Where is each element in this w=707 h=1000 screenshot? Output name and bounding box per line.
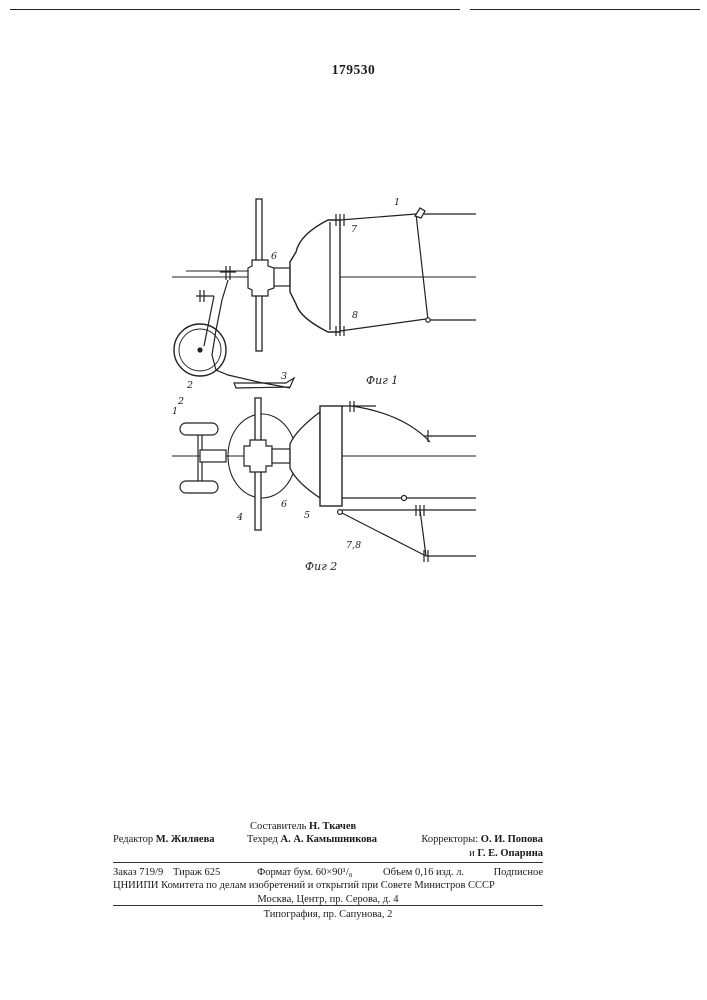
fig1-label-2: 2 — [186, 380, 193, 391]
correctors-conj: и — [469, 848, 475, 859]
correctors-role: Корректоры: — [421, 834, 478, 845]
fig2-right-mount — [424, 430, 432, 442]
techred-role: Техред — [247, 834, 278, 845]
fig1-body-top — [340, 214, 416, 220]
fig1-bell-housing — [290, 220, 340, 332]
imprint-editor-row: Редактор М. Жиляева Техред А. А. Камышни… — [113, 833, 543, 846]
fig2-label-5: 5 — [304, 510, 310, 521]
paper-format: Формат бум. 60×90¹/₈ — [257, 866, 352, 879]
imprint-block: Составитель Н. Ткачев Редактор М. Жиляев… — [113, 820, 543, 860]
editor-name: М. Жиляева — [156, 834, 215, 845]
order-number: Заказ 719/9 — [113, 866, 163, 879]
fig2-housing-front — [290, 412, 320, 498]
fig1-post-left — [196, 290, 214, 302]
fig2-label-2: 2 — [177, 396, 184, 407]
fig2-label-78: 7,8 — [346, 540, 361, 551]
subscription: Подписное — [494, 866, 543, 879]
imprint-correctors-row: и Г. Е. Опарина — [113, 847, 543, 860]
fig2-brace — [420, 510, 426, 556]
imprint-printer-block: Типография, пр. Сапунова, 2 — [113, 908, 543, 921]
print-run: Тираж 625 — [173, 866, 220, 879]
fig1-wheel-link — [204, 296, 214, 346]
fig2-top-curve — [352, 406, 430, 442]
fig1-top-fitting — [415, 208, 425, 218]
fig1-shaft — [274, 268, 290, 286]
fig2-mid-joint — [402, 496, 407, 501]
imprint-rule-2 — [113, 905, 543, 906]
printer-line: Типография, пр. Сапунова, 2 — [113, 908, 543, 921]
fig1-wheel-hub — [198, 348, 202, 352]
imprint-compiler-row: Составитель Н. Ткачев — [113, 820, 543, 833]
corrector-name-1: О. И. Попова — [481, 834, 543, 845]
fig1-rotor-hub — [248, 260, 274, 296]
fig2-coupling — [200, 450, 226, 462]
figure-2: 1 2 4 6 5 7,8 Фиг 2 — [172, 396, 476, 573]
fig1-body-rear — [416, 214, 428, 320]
fig2-shaft — [272, 449, 290, 463]
fig1-caption: Фиг 1 — [366, 374, 398, 387]
organization-line: ЦНИИПИ Комитета по делам изобретений и о… — [113, 879, 543, 892]
fig2-wheel-rear — [180, 481, 218, 493]
fig1-label-6: 6 — [271, 251, 277, 262]
fig2-housing — [320, 406, 342, 506]
techred-name: А. А. Камышникова — [281, 834, 378, 845]
compiler-role: Составитель — [250, 821, 306, 832]
fig1-post-top — [220, 266, 236, 280]
imprint-order-block: Заказ 719/9 Тираж 625 Формат бум. 60×90¹… — [113, 866, 543, 906]
fig1-label-1: 1 — [394, 197, 400, 208]
compiler-name: Н. Ткачев — [309, 821, 356, 832]
imprint-rule-1 — [113, 862, 543, 863]
imprint-printer-row: Типография, пр. Сапунова, 2 — [113, 908, 543, 921]
fig2-caption: Фиг 2 — [305, 560, 337, 573]
fig2-label-6: 6 — [281, 499, 287, 510]
imprint-org-row: ЦНИИПИ Комитета по делам изобретений и о… — [113, 879, 543, 892]
fig1-swing-arm — [212, 280, 290, 388]
volume: Объем 0,16 изд. л. — [383, 866, 464, 879]
fig2-pivot — [338, 510, 343, 515]
figure-1: 1 2 3 6 7 8 Фиг 1 — [172, 197, 476, 391]
fig2-label-4: 4 — [236, 512, 243, 523]
fig1-label-7: 7 — [351, 224, 358, 235]
fig2-wheel-front — [180, 423, 218, 435]
fig1-label-3: 3 — [281, 371, 287, 382]
corrector-name-2: Г. Е. Опарина — [477, 848, 543, 859]
fig1-label-8: 8 — [352, 310, 358, 321]
imprint-order-row: Заказ 719/9 Тираж 625 Формат бум. 60×90¹… — [113, 866, 543, 879]
fig2-label-1: 1 — [172, 406, 178, 417]
editor-role: Редактор — [113, 834, 153, 845]
fig1-pivot — [426, 318, 430, 322]
fig2-rotor-hub — [244, 440, 272, 472]
